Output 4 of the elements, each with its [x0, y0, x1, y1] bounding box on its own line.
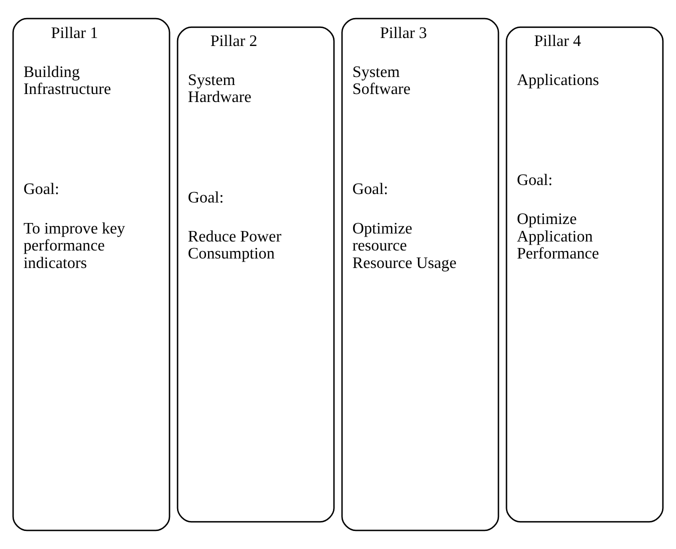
node-box: Pillar 3 System Software Goal: Optimize resource Resource Usage — [341, 18, 500, 532]
node-box: Pillar 1 Building Infrastructure Goal: To improve key performance indicators — [12, 18, 170, 532]
node-box: Pillar 4 Applications Goal: Optimize Application Performance — [506, 26, 664, 522]
node-box: Pillar 2 System Hardware Goal: Reduce Power Consumption — [176, 26, 335, 522]
